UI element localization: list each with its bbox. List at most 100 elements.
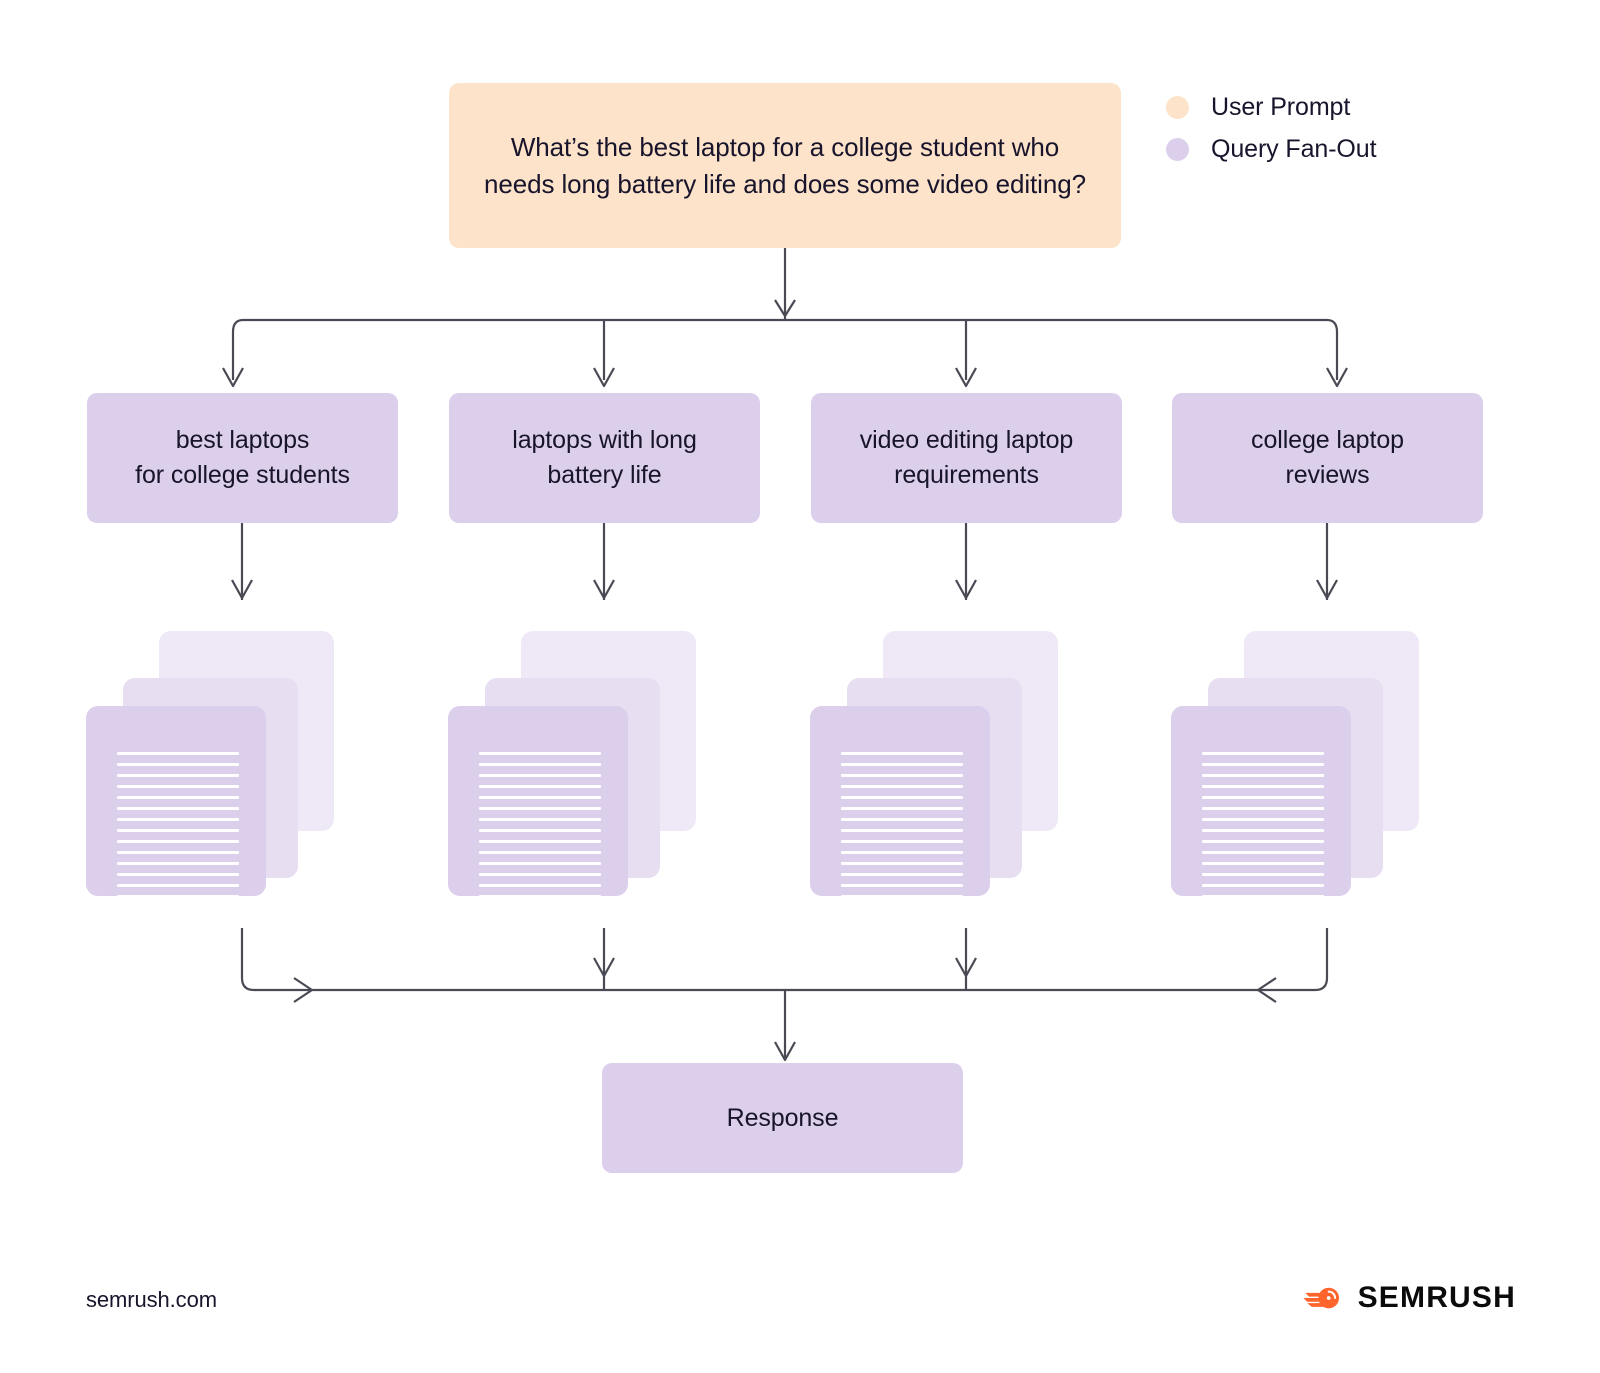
semrush-wordmark: SEMRUSH: [1357, 1281, 1516, 1314]
document-card-front-icon: [448, 706, 628, 896]
document-line: [117, 873, 239, 876]
document-line: [117, 829, 239, 832]
document-line: [841, 873, 963, 876]
arrowhead-query-2: [593, 367, 615, 388]
query-box-4-line-2: reviews: [1285, 461, 1370, 489]
document-line: [841, 785, 963, 788]
document-line: [1202, 807, 1324, 810]
document-line: [117, 862, 239, 865]
document-line: [117, 796, 239, 799]
document-line: [117, 895, 239, 896]
wire-bus-right-elbow: [1326, 318, 1339, 380]
document-line: [117, 851, 239, 854]
document-line: [1202, 796, 1324, 799]
arrowhead-collector-mid-2: [593, 957, 615, 978]
legend-item-user-prompt: User Prompt: [1166, 86, 1376, 128]
arrowhead-collector-mid-3: [955, 957, 977, 978]
document-line: [1202, 774, 1324, 777]
legend-dot-query-fan-out: [1166, 137, 1189, 161]
document-line: [117, 785, 239, 788]
arrowhead-query-4: [1326, 367, 1348, 388]
document-line: [841, 818, 963, 821]
document-line: [841, 895, 963, 896]
response-box: Response: [602, 1063, 963, 1173]
document-text-lines: [1202, 752, 1324, 896]
document-text-lines: [117, 752, 239, 896]
query-box-2-text: laptops with long battery life: [512, 423, 697, 494]
query-box-3-text: video editing laptop requirements: [859, 423, 1074, 494]
query-box-3-line-1: video editing laptop: [859, 425, 1074, 454]
query-box-2: laptops with long battery life: [449, 393, 760, 523]
wire-docs-4-to-collector: [1314, 928, 1329, 992]
query-box-3: video editing laptop requirements: [811, 393, 1122, 523]
query-box-2-line-2: battery life: [547, 461, 662, 489]
document-line: [1202, 851, 1324, 854]
document-text-lines: [841, 752, 963, 896]
arrowhead-collector-right: [1256, 977, 1277, 1003]
document-line: [117, 818, 239, 821]
document-line: [117, 752, 239, 755]
document-line: [1202, 829, 1324, 832]
document-card-front-icon: [1171, 706, 1351, 896]
semrush-comet-icon: [1302, 1287, 1339, 1309]
document-line: [117, 763, 239, 766]
document-line: [841, 840, 963, 843]
document-line: [1202, 862, 1324, 865]
response-label: Response: [726, 1103, 839, 1132]
document-line: [479, 851, 601, 854]
document-line: [479, 763, 601, 766]
document-line: [841, 807, 963, 810]
document-line: [1202, 895, 1324, 896]
document-line: [479, 884, 601, 887]
document-line: [479, 873, 601, 876]
document-line: [117, 774, 239, 777]
document-line: [1202, 873, 1324, 876]
user-prompt-text: What’s the best laptop for a college stu…: [484, 131, 1086, 199]
legend-label-query-fan-out: Query Fan-Out: [1211, 134, 1377, 163]
wire-bus-left-elbow: [231, 318, 244, 380]
document-line: [117, 840, 239, 843]
arrowhead-docs-3: [955, 579, 977, 600]
wire-docs-1-to-collector: [240, 928, 255, 992]
document-line: [841, 774, 963, 777]
query-box-1: best laptops for college students: [87, 393, 398, 523]
query-box-1-line-1: best laptops: [175, 425, 310, 454]
document-line: [841, 763, 963, 766]
document-card-front-icon: [810, 706, 990, 896]
document-text-lines: [479, 752, 601, 896]
document-line: [479, 807, 601, 810]
query-box-4-text: college laptop reviews: [1251, 423, 1404, 494]
arrowhead-docs-2: [593, 579, 615, 600]
document-line: [479, 774, 601, 777]
document-line: [479, 829, 601, 832]
document-line: [1202, 752, 1324, 755]
query-box-2-line-1: laptops with long: [512, 425, 697, 454]
arrowhead-collector-left: [293, 977, 314, 1003]
legend-label-user-prompt: User Prompt: [1211, 92, 1351, 121]
document-line: [479, 840, 601, 843]
document-line: [479, 796, 601, 799]
document-line: [1202, 884, 1324, 887]
document-line: [841, 796, 963, 799]
document-line: [1202, 785, 1324, 788]
document-stack-4: [1170, 631, 1419, 901]
document-line: [841, 862, 963, 865]
query-box-1-line-2: for college students: [135, 461, 350, 489]
footer-url: semrush.com: [86, 1287, 217, 1312]
document-line: [1202, 840, 1324, 843]
legend-dot-user-prompt: [1166, 95, 1189, 119]
arrowhead-prompt-to-bus: [774, 299, 796, 318]
query-box-3-line-2: requirements: [894, 461, 1039, 489]
document-line: [479, 752, 601, 755]
arrowhead-response: [774, 1041, 796, 1062]
document-line: [841, 752, 963, 755]
document-card-front-icon: [86, 706, 266, 896]
semrush-brand: SEMRUSH: [1302, 1281, 1516, 1314]
document-line: [841, 851, 963, 854]
legend: User Prompt Query Fan-Out: [1166, 86, 1377, 170]
user-prompt-box: What’s the best laptop for a college stu…: [449, 83, 1121, 248]
document-line: [1202, 763, 1324, 766]
query-box-4: college laptop reviews: [1172, 393, 1483, 523]
document-line: [479, 895, 601, 896]
